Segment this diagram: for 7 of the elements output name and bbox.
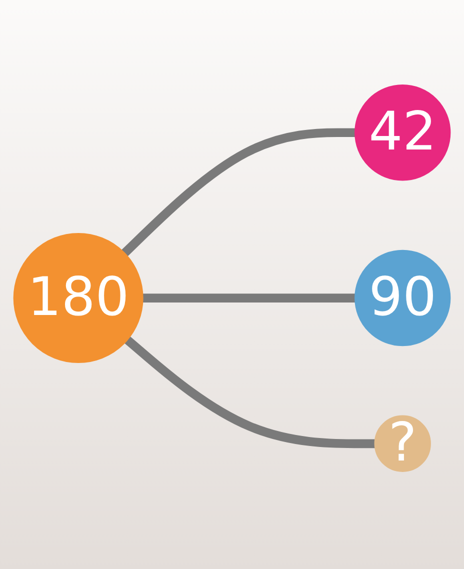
node-circle: 90 — [354, 250, 451, 346]
node-circle: ? — [374, 415, 431, 472]
connector — [142, 294, 356, 302]
connector — [124, 336, 376, 448]
node-circle: 42 — [354, 84, 451, 181]
connector — [121, 128, 356, 257]
node-circle: 180 — [13, 233, 144, 364]
